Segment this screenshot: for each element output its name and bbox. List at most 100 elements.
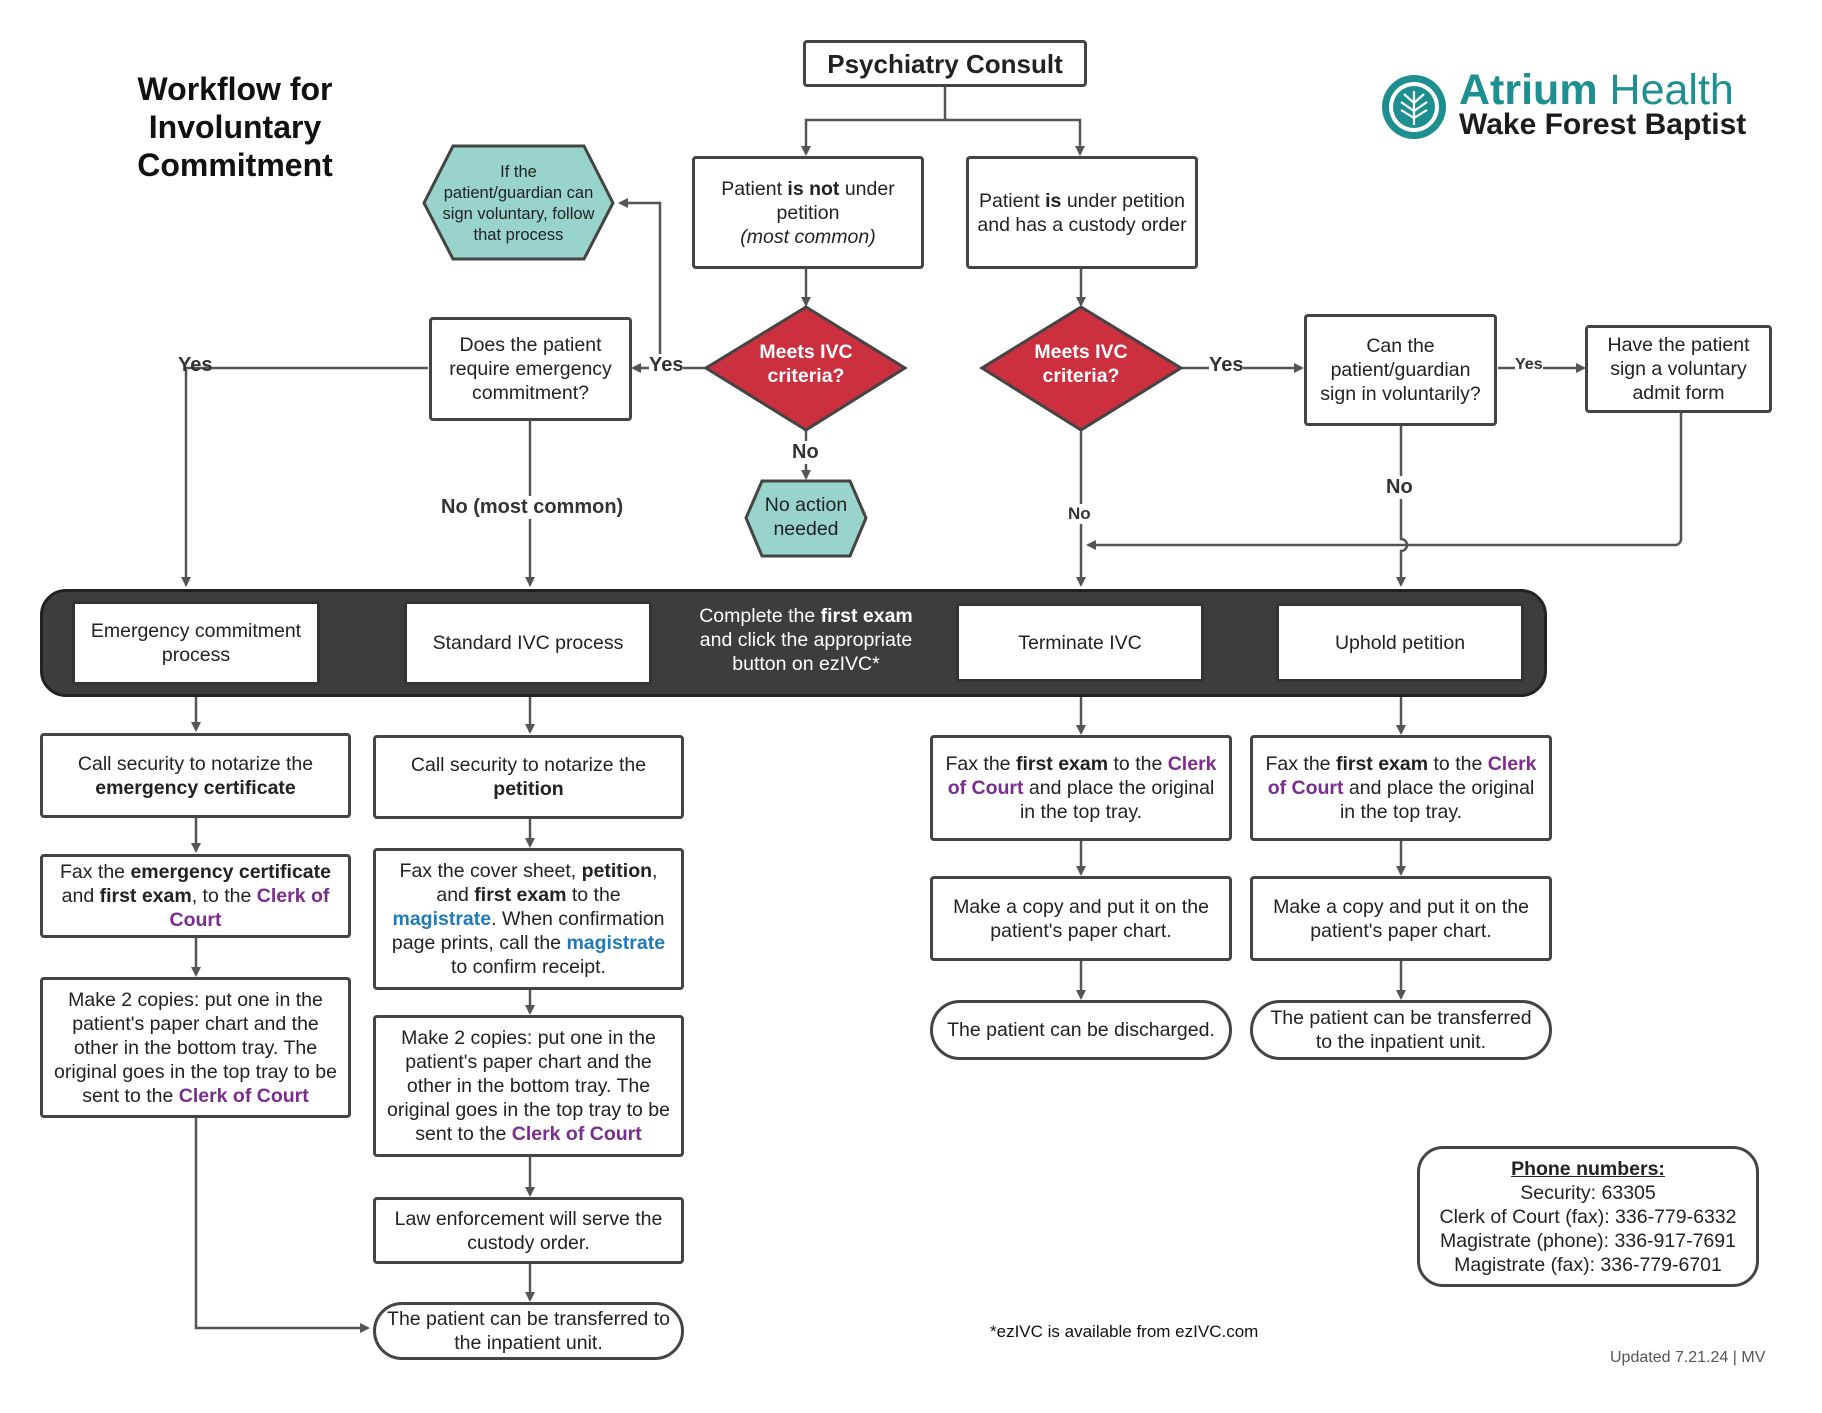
phone-heading: Phone numbers: [1511, 1157, 1665, 1180]
meets-ivc-left-node: Meets IVC criteria? [759, 341, 853, 387]
c1-s3-clerk: Clerk of Court [178, 1084, 309, 1107]
c4-s1-a: Fax the [1265, 753, 1336, 775]
emergency-process-button: Emergency commitment process [72, 601, 320, 685]
no-action-node: No action needed [764, 494, 848, 540]
meets-right-diamond-shape [979, 305, 1184, 432]
logo-subtitle: Wake Forest Baptist [1459, 108, 1747, 141]
voluntary-hex-shape [422, 144, 615, 261]
c1-s1-pre: Call security to notarize the [77, 752, 314, 775]
connectors [181, 86, 1683, 1333]
connector-c1-end [194, 1117, 370, 1333]
updated-note: Updated 7.21.24 | MV [1610, 1349, 1766, 1366]
have-sign-node: Have the patient sign a voluntary admit … [1585, 325, 1772, 413]
atrium-logo-icon [1382, 75, 1446, 139]
connector-no-can-sign [1396, 425, 1409, 587]
c2-s2-b: petition [581, 860, 653, 882]
logo-brand: Atrium Health [1459, 66, 1734, 115]
phone-magistrate-fax: Magistrate (fax): 336-779-6701 [1454, 1253, 1722, 1276]
c1-fax-step: Fax the emergency certificate and first … [40, 854, 351, 938]
require-emergency-node: Does the patient require emergency commi… [429, 317, 632, 421]
terminate-ivc-button: Terminate IVC [956, 603, 1204, 682]
np-bold: is not [787, 177, 840, 200]
meets-left-diamond-shape [703, 305, 908, 432]
c1-s2-mid: and [61, 885, 100, 907]
c2-s2-magistrate1: magistrate [392, 908, 492, 930]
no-action-hex-shape [744, 479, 868, 558]
c4-fax-step: Fax the first exam to the Clerk of Court… [1250, 735, 1552, 841]
bar-instructions: Complete the first exam and click the ap… [688, 604, 924, 676]
page-title: Workflow for Involuntary Commitment [110, 70, 360, 184]
connector-yes-emergency [181, 366, 428, 587]
c4-copy-step: Make a copy and put it on the patient's … [1250, 876, 1552, 961]
c2-fax-step: Fax the cover sheet, petition, and first… [373, 848, 684, 990]
c1-s2-post: , to the [191, 885, 257, 907]
c1-copies-step: Make 2 copies: put one in the patient's … [40, 977, 351, 1118]
c2-end-node: The patient can be transferred to the in… [373, 1302, 684, 1360]
title-line2: Involuntary [148, 109, 322, 145]
c2-notarize-step: Call security to notarize the petition [373, 735, 684, 819]
c1-s2-b2: first exam [99, 885, 192, 907]
c1-s1-bold: emergency certificate [95, 776, 296, 799]
connector-consult-left [801, 86, 947, 156]
c2-s2-a: Fax the cover sheet, [399, 860, 582, 882]
c3-s1-d: and place the original in the top tray. [1019, 777, 1215, 823]
label-no-left: No [792, 441, 819, 464]
connector-consult-right [945, 118, 1085, 156]
bar-center-bold: first exam [820, 605, 913, 627]
bar-center-pre: Complete the [699, 605, 821, 627]
c4-s1-clerk: Clerk of Court [1267, 753, 1537, 799]
uphold-petition-button: Uphold petition [1276, 603, 1524, 682]
c3-s1-c: to the [1108, 753, 1168, 775]
c1-s2-clerk: Clerk of Court [169, 885, 330, 931]
up-pre: Patient [979, 189, 1046, 212]
label-no-most-common: No (most common) [437, 496, 628, 519]
not-under-petition-node: Patient is not under petition(most commo… [692, 156, 924, 269]
under-petition-node: Patient is under petition and has a cust… [966, 156, 1198, 269]
c2-copies-step: Make 2 copies: put one in the patient's … [373, 1015, 684, 1157]
bar-center-post: and click the appropriate button on ezIV… [699, 629, 913, 675]
c2-s2-d: first exam [474, 884, 567, 906]
logo-brand-bold: Atrium [1459, 66, 1598, 114]
label-yes-right: Yes [1209, 354, 1244, 377]
np-pre: Patient [721, 177, 788, 200]
c2-s2-i: to confirm receipt. [451, 956, 606, 978]
label-yes-left: Yes [649, 354, 684, 377]
c2-s2-magistrate2: magistrate [566, 932, 666, 954]
c2-s1-bold: petition [493, 778, 564, 800]
c3-s1-clerk: Clerk of Court [947, 753, 1217, 799]
footnote: *ezIVC is available from ezIVC.com [990, 1322, 1259, 1341]
c2-s2-e: to the [566, 884, 621, 906]
title-line1: Workflow for [137, 71, 333, 107]
c2-s1-pre: Call security to notarize the [410, 754, 647, 776]
np-italic: (most common) [740, 225, 876, 248]
title-line3: Commitment [137, 147, 333, 183]
label-yes-far-left: Yes [178, 354, 213, 376]
c1-s3-pre: Make 2 copies: put one in the patient's … [54, 988, 337, 1107]
psychiatry-consult-node: Psychiatry Consult [803, 40, 1087, 87]
c2-s2-g: . When confirmation page prints, call th… [391, 908, 665, 954]
phone-numbers-panel: Phone numbers: Security: 63305 Clerk of … [1417, 1146, 1759, 1287]
label-no-right: No [1068, 504, 1091, 524]
phone-magistrate: Magistrate (phone): 336-917-7691 [1440, 1229, 1736, 1252]
c2-s3-clerk: Clerk of Court [511, 1123, 642, 1145]
label-yes-far-right: Yes [1515, 356, 1543, 374]
c2-s2-c: , and [436, 860, 658, 906]
connector-to-voluntary-hex [618, 198, 662, 368]
c3-s1-b: first exam [1015, 753, 1109, 775]
label-no-can-sign: No [1386, 476, 1413, 499]
np-mid: under petition [776, 177, 895, 224]
phone-security: Security: 63305 [1520, 1181, 1656, 1204]
c3-s1-a: Fax the [945, 753, 1016, 775]
c3-copy-step: Make a copy and put it on the patient's … [930, 876, 1232, 961]
c4-end-node: The patient can be transferred to the in… [1250, 1000, 1552, 1060]
c1-s2-b1: emergency certificate [130, 861, 331, 883]
voluntary-hex-node: If the patient/guardian can sign volunta… [442, 163, 595, 244]
c2-s3-pre: Make 2 copies: put one in the patient's … [387, 1027, 670, 1145]
up-bold: is [1045, 189, 1062, 212]
c4-s1-d: and place the original in the top tray. [1339, 777, 1535, 823]
c4-s1-c: to the [1428, 753, 1488, 775]
up-post: under petition and has a custody order [977, 189, 1187, 236]
standard-ivc-button: Standard IVC process [404, 601, 652, 685]
c4-s1-b: first exam [1335, 753, 1429, 775]
meets-ivc-right-node: Meets IVC criteria? [1034, 341, 1128, 387]
